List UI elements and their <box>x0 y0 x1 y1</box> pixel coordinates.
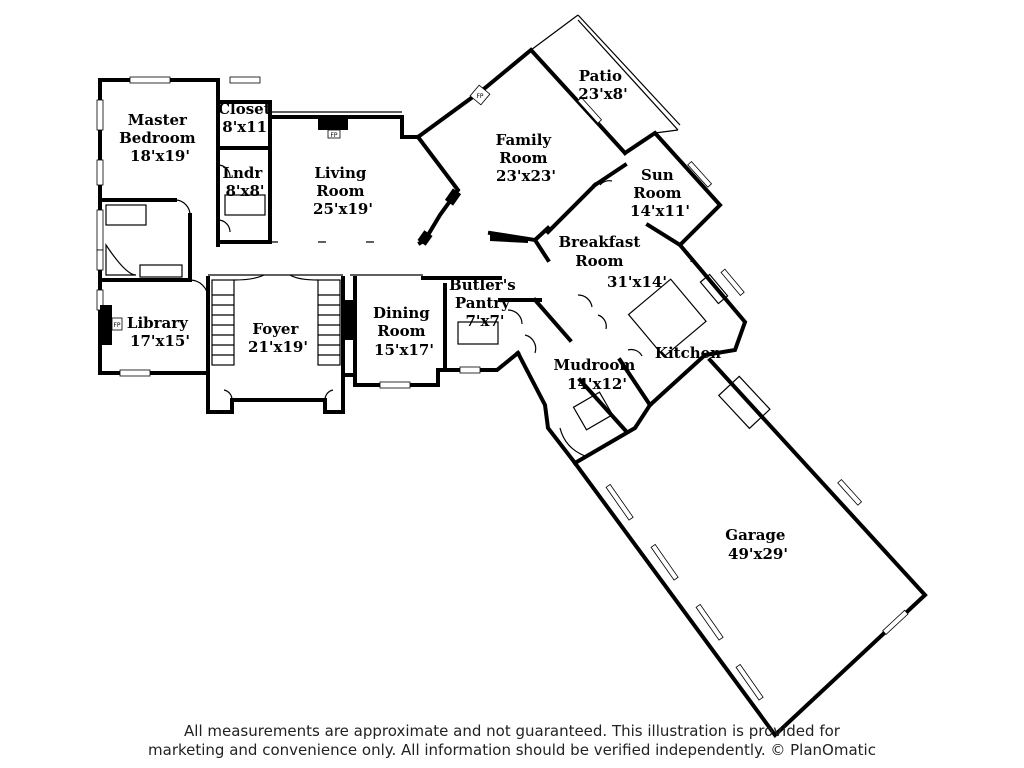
room-laundry: Lndr 8'x8' <box>222 164 267 200</box>
room-family-room: Family Room 23'x23' <box>496 131 557 185</box>
fireplace-label-library: FP <box>113 322 120 329</box>
room-garage: Garage 49'x29' <box>725 526 790 563</box>
disclaimer: All measurements are approximate and not… <box>0 722 1024 760</box>
fireplaces: FP FP FP <box>100 84 528 345</box>
room-breakfast-room: Breakfast Room 31'x14' <box>558 233 666 291</box>
room-foyer: Foyer 21'x19' <box>248 320 308 356</box>
fireplace-label-family: FP <box>476 93 483 100</box>
staircase-garage <box>717 375 771 430</box>
fixtures <box>105 111 771 457</box>
interior-walls <box>98 100 653 433</box>
staircase-left <box>211 274 265 366</box>
room-master-bedroom: Master Bedroom 18'x19' <box>119 111 201 165</box>
room-dining-room: Dining Room 15'x17' <box>373 304 435 359</box>
room-closet: Closet 8'x11' <box>218 100 276 136</box>
room-living-room: Living Room 25'x19' <box>313 164 373 218</box>
room-sun-room: Sun Room 14'x11' <box>630 166 690 220</box>
fireplace-label-living: FP <box>330 132 337 139</box>
room-butlers-pantry: Butler's Pantry 7'x7' <box>449 276 521 330</box>
room-library: Library 17'x15' <box>127 314 193 350</box>
windows <box>96 14 909 701</box>
staircase-right <box>289 274 341 366</box>
exterior-walls <box>98 47 928 738</box>
disclaimer-line-1: All measurements are approximate and not… <box>184 722 840 740</box>
room-patio: Patio 23'x8' <box>578 67 627 103</box>
room-labels: Master Bedroom 18'x19' Closet 8'x11' Lnd… <box>119 67 790 563</box>
room-kitchen: Kitchen <box>655 344 721 362</box>
disclaimer-line-2: marketing and convenience only. All info… <box>148 741 876 759</box>
room-mudroom: Mudroom 14'x12' <box>553 356 640 393</box>
staircase-mudroom <box>559 391 614 457</box>
